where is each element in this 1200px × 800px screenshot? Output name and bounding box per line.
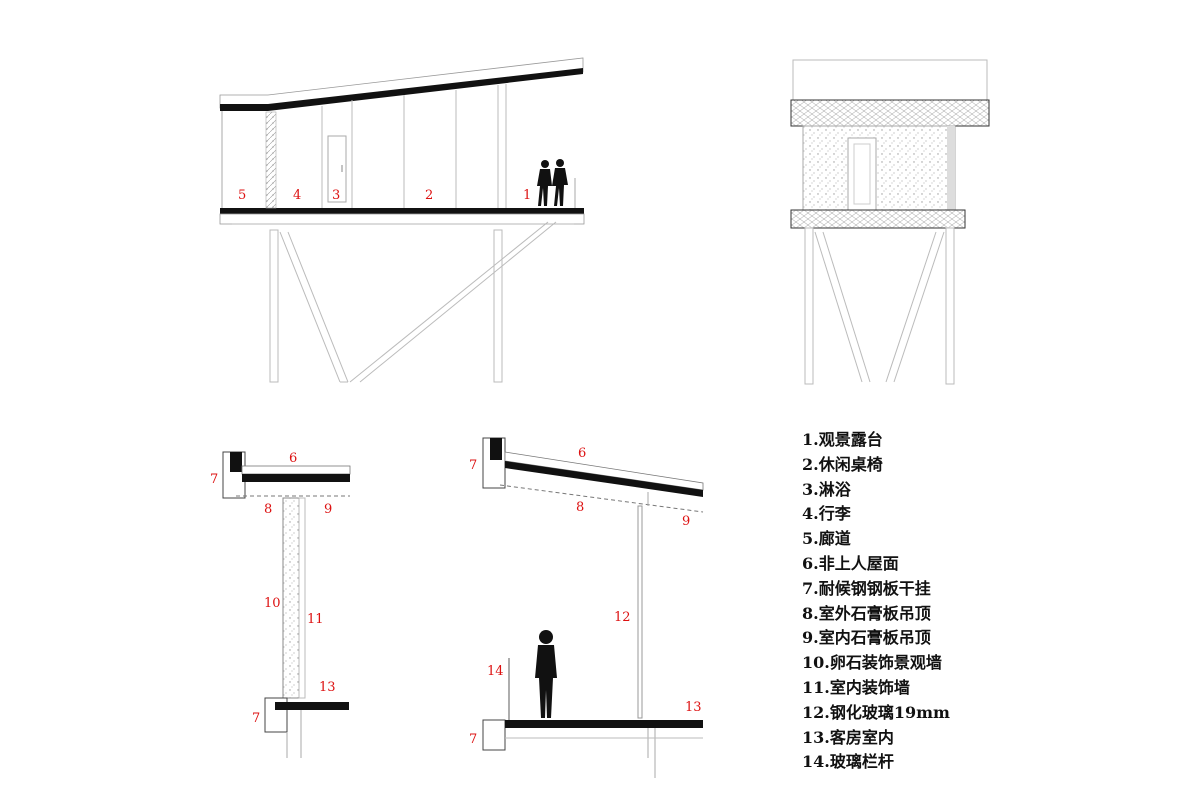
legend-item: 3.淋浴 — [802, 479, 851, 499]
legend-item: 2.休闲桌椅 — [802, 454, 883, 474]
legend-item: 5.廊道 — [802, 529, 851, 549]
legend-item: 13.客房室内 — [802, 727, 894, 747]
label-5: 5 — [238, 188, 246, 203]
legend-item: 4.行李 — [802, 504, 851, 524]
detail-right-label-7b: 7 — [469, 732, 477, 747]
detail-left-label-7b: 7 — [252, 711, 260, 726]
detail-right-label-7a: 7 — [469, 458, 477, 473]
wall-detail-right: 6 7 8 9 12 14 13 7 — [469, 437, 704, 778]
detail-right-label-9: 9 — [682, 514, 690, 529]
detail-left-label-6: 6 — [289, 451, 297, 466]
detail-left-label-13: 13 — [319, 680, 336, 695]
people-silhouettes — [537, 159, 568, 206]
label-2: 2 — [425, 188, 433, 203]
detail-left-label-9: 9 — [324, 502, 332, 517]
section-roof — [219, 57, 584, 209]
legend-item: 9.室内石膏板吊顶 — [802, 628, 931, 648]
detail-left-label-10: 10 — [264, 596, 281, 611]
legend-item: 10.卵石装饰景观墙 — [802, 653, 942, 673]
legend-item: 14.玻璃栏杆 — [802, 752, 894, 772]
detail-left-label-11: 11 — [307, 612, 324, 627]
building-section: 1 2 3 4 5 — [219, 57, 585, 383]
label-1: 1 — [523, 188, 531, 203]
legend-item: 6.非上人屋面 — [802, 553, 899, 573]
section-floor — [219, 208, 585, 225]
detail-right-label-8: 8 — [576, 500, 584, 515]
detail-left-label-7a: 7 — [210, 472, 218, 487]
wall-detail-left: 6 7 8 9 10 11 13 7 — [210, 451, 351, 758]
detail-left-label-8: 8 — [264, 502, 272, 517]
legend-item: 12.钢化玻璃19mm — [802, 702, 950, 722]
label-4: 4 — [293, 188, 301, 203]
detail-right-label-13: 13 — [685, 700, 702, 715]
legend: 1.观景露台 2.休闲桌椅 3.淋浴 4.行李 5.廊道 6.非上人屋面 7.耐… — [802, 428, 950, 775]
legend-item: 8.室外石膏板吊顶 — [802, 603, 931, 623]
section-supports — [269, 221, 557, 383]
legend-item: 1.观景露台 — [802, 430, 883, 449]
detail-right-label-12: 12 — [614, 610, 631, 625]
legend-item: 7.耐候钢钢板干挂 — [802, 578, 931, 598]
label-3: 3 — [332, 188, 340, 203]
detail-right-label-14: 14 — [487, 664, 504, 679]
detail-right-label-6: 6 — [578, 446, 586, 461]
person-silhouette — [535, 630, 557, 718]
legend-item: 11.室内装饰墙 — [802, 677, 910, 697]
building-elevation — [790, 59, 990, 385]
